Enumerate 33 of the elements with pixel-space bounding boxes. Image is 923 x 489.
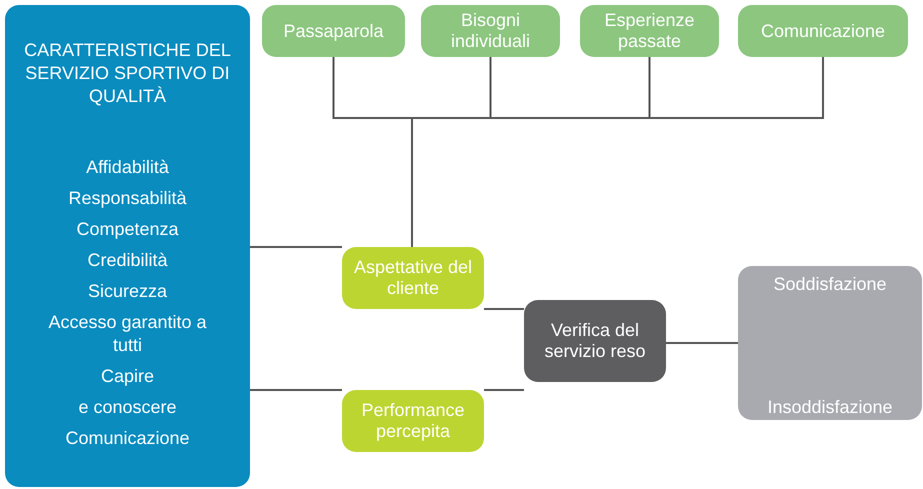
- list-item: Accesso garantito a tutti: [47, 311, 208, 357]
- connector-line: [484, 389, 524, 391]
- concept-box: [342, 390, 484, 452]
- concept-box: [262, 5, 405, 57]
- list-item: Capire: [100, 365, 154, 388]
- list-item: Credibilità: [87, 249, 168, 272]
- list-item: e conoscere: [78, 396, 177, 419]
- node-label: Insoddisfazione: [767, 397, 893, 418]
- node-label: Passaparola: [283, 20, 384, 42]
- node-label: Comunicazione: [760, 20, 886, 42]
- node-label: Soddisfazione: [773, 274, 887, 295]
- connector-line: [250, 389, 342, 391]
- panel-heading: CARATTERISTICHE DEL SERVIZIO SPORTIVO DI QUALITÀ: [23, 39, 232, 108]
- concept-box: [524, 300, 666, 382]
- node-label: Performance percepita: [360, 400, 466, 442]
- concept-box: [580, 5, 719, 57]
- list-item: Comunicazione: [65, 427, 190, 450]
- node-label: Bisogni individuali: [450, 10, 532, 52]
- connector-line: [666, 342, 738, 344]
- concept-box: [421, 5, 560, 57]
- node-label: Esperienze passate: [603, 10, 696, 52]
- concept-box: [738, 5, 908, 57]
- connector-line: [484, 308, 524, 310]
- list-item: Affidabilità: [86, 156, 169, 179]
- concept-box: [342, 247, 484, 309]
- list-item: Competenza: [76, 218, 179, 241]
- node-label: Verifica del servizio reso: [543, 320, 647, 362]
- list-item: Sicurezza: [88, 280, 168, 303]
- node-label: Aspettative del cliente: [352, 257, 474, 299]
- concept-box: [738, 266, 922, 420]
- category-panel: [5, 5, 250, 487]
- list-item: Responsabilità: [68, 187, 187, 210]
- connector-line: [250, 246, 342, 248]
